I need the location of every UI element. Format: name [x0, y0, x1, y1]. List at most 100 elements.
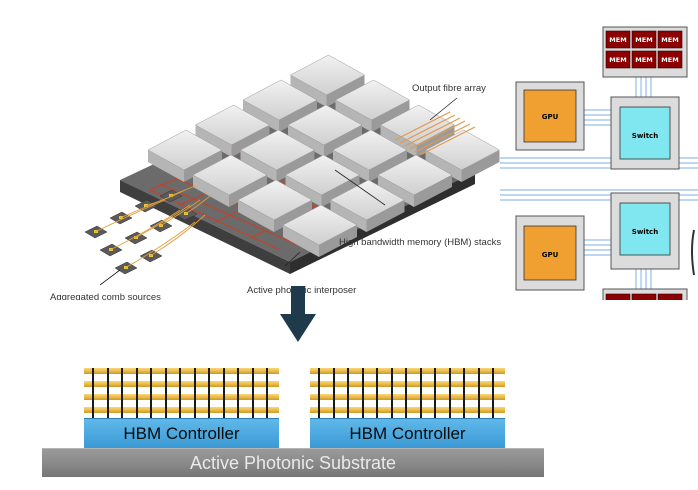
- switch-die-bottom: [619, 202, 671, 256]
- hbm-tile-side: [184, 150, 222, 182]
- hbm-tile-side: [276, 150, 315, 182]
- dram-layer: [310, 407, 505, 413]
- mem-chip-label: MEM: [635, 299, 652, 300]
- dram-layer: [84, 394, 279, 400]
- hbm-tile: [237, 179, 313, 221]
- tsv-array: [310, 368, 505, 418]
- tsv: [434, 368, 436, 418]
- hbm-tile-front: [283, 225, 319, 257]
- hbm-tile-front: [290, 75, 327, 107]
- mem-chip: [657, 293, 683, 300]
- switch-die-top: [619, 106, 671, 160]
- tsv: [347, 368, 349, 418]
- hbm-tile-side: [369, 150, 407, 182]
- tsv: [135, 368, 138, 418]
- hbm-controller-right: HBM Controller: [310, 418, 505, 448]
- hbm-tile-side: [319, 225, 357, 257]
- dram-layer: [310, 368, 505, 374]
- mem-chip-label: MEM: [661, 299, 678, 300]
- hbm-tile-front: [148, 150, 184, 182]
- hbm-tile-side: [326, 75, 365, 107]
- tsv: [237, 368, 239, 418]
- hbm-tile: [194, 104, 271, 146]
- mem-chip: [657, 30, 683, 49]
- gpu-label-bottom: GPU: [542, 251, 559, 259]
- hbm-tile-side: [366, 200, 405, 232]
- hbm-tile-side: [229, 175, 267, 207]
- tsv: [405, 368, 407, 418]
- mem-chip: [605, 30, 631, 49]
- hbm-tile-front: [378, 175, 414, 207]
- hbm-tile-front: [193, 175, 229, 207]
- dram-layer: [84, 381, 279, 387]
- hbm-tile-side: [274, 200, 312, 232]
- hbm-tile-front: [335, 100, 372, 132]
- tsv: [92, 368, 94, 418]
- hbm-tile-side: [324, 125, 362, 157]
- mem-chip-label: MEM: [635, 36, 652, 44]
- mem-chip-label: MEM: [635, 56, 652, 64]
- mem-chip-label: MEM: [661, 36, 678, 44]
- tsv: [492, 368, 494, 418]
- hbm-tile-front: [240, 150, 277, 182]
- tsv: [193, 368, 196, 418]
- tsv: [106, 368, 109, 418]
- mem-chip-label: MEM: [609, 56, 626, 64]
- edge-bracket-icon: [691, 229, 695, 276]
- comb-fibers: [94, 185, 211, 269]
- hbm-tile: [329, 179, 406, 221]
- hbm-tile: [147, 129, 223, 171]
- dram-layer: [310, 394, 505, 400]
- tsv: [164, 368, 167, 418]
- mem-chip: [605, 293, 631, 300]
- tsv: [318, 368, 320, 418]
- hbm-controller-left: HBM Controller: [84, 418, 279, 448]
- label-hbm-stacks: High bandwidth memory (HBM) stacks: [339, 237, 501, 248]
- mem-chip: [605, 50, 631, 69]
- mem-chip-label: MEM: [609, 299, 626, 300]
- mem-chip-label: MEM: [609, 36, 626, 44]
- hbm-tile-front: [333, 150, 369, 182]
- hbm-tile-side: [279, 100, 317, 132]
- hbm-tile: [334, 79, 411, 121]
- hbm-tile-side: [371, 100, 410, 132]
- hbm-tile-side: [414, 175, 452, 207]
- tsv: [419, 368, 422, 418]
- tsv: [361, 368, 364, 418]
- hbm-tile: [289, 54, 366, 96]
- tsv: [390, 368, 393, 418]
- gpu-die-bottom: [523, 225, 577, 281]
- mem-chip: [631, 50, 657, 69]
- hbm-tile-grid: [147, 54, 501, 257]
- dram-layer: [84, 368, 279, 374]
- hbm-tile-front: [330, 200, 367, 232]
- tsv: [251, 368, 254, 418]
- hbm-tile: [424, 129, 501, 171]
- switch-label-top: Switch: [632, 132, 658, 140]
- mem-chip: [631, 30, 657, 49]
- dram-layer: [84, 407, 279, 413]
- hbm-tile: [332, 129, 408, 171]
- output-fibre-array: [394, 111, 476, 156]
- hbm-tile-front: [195, 125, 232, 157]
- hbm-tile-front: [285, 175, 322, 207]
- gpu-die-top: [523, 89, 577, 143]
- gpu-label-top: GPU: [542, 113, 559, 121]
- tsv-array: [84, 368, 279, 418]
- tsv: [477, 368, 480, 418]
- hbm-tile: [239, 129, 316, 171]
- label-comb-sources: Aggregated comb sources: [50, 292, 161, 300]
- tsv: [179, 368, 181, 418]
- hbm-tile: [377, 154, 453, 196]
- label-output-fibre: Output fibre array: [412, 83, 486, 94]
- tsv: [463, 368, 465, 418]
- dram-stack-right: [310, 368, 505, 418]
- hbm-tile: [282, 204, 358, 246]
- hbm-tile-front: [288, 125, 324, 157]
- tsv: [266, 368, 268, 418]
- hbm-tile: [192, 154, 268, 196]
- tsv: [376, 368, 378, 418]
- hbm-tile-front: [380, 125, 417, 157]
